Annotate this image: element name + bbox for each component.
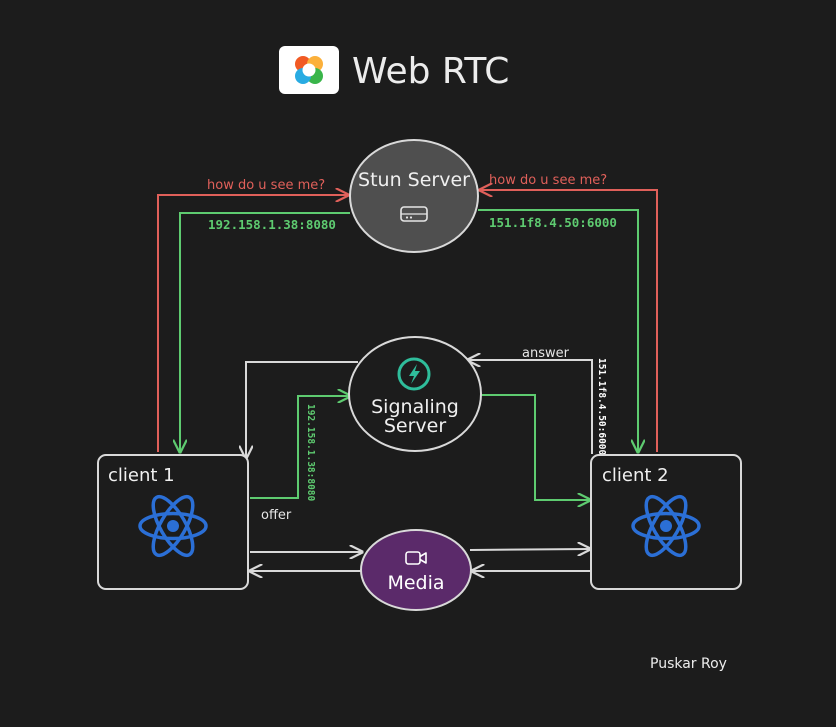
stun-server-label: Stun Server — [358, 169, 470, 191]
answer-label: answer — [522, 346, 570, 361]
media-to-client2-arrow — [469, 549, 590, 550]
author-signature: Puskar Roy — [650, 656, 727, 672]
client1-label: client 1 — [108, 465, 175, 486]
media-node: Media — [360, 529, 472, 611]
stun-client1-response-arrow — [180, 212, 350, 452]
signaling-answer-to-client1-arrow — [246, 361, 358, 458]
client1-public-address-label: 192.158.1.38:8080 — [208, 217, 336, 232]
react-atom-icon — [138, 494, 208, 558]
client2-stun-request-arrow — [480, 190, 658, 452]
stun-server-node: Stun Server — [349, 139, 479, 253]
client1-node: client 1 — [97, 454, 249, 590]
lightning-bolt-icon — [397, 357, 431, 391]
client1-stun-request-arrow — [157, 195, 348, 452]
client2-label: client 2 — [602, 465, 669, 486]
offer-label: offer — [261, 508, 292, 523]
client2-request-label: how do u see me? — [489, 173, 607, 188]
page-title: Web RTC — [352, 51, 509, 92]
server-drive-icon — [400, 206, 428, 222]
offer-address-label: 192.158.1.38:8080 — [305, 404, 316, 502]
react-atom-icon — [631, 494, 701, 558]
media-label: Media — [387, 572, 444, 594]
client1-request-label: how do u see me? — [207, 178, 325, 193]
header: Web RTC — [279, 46, 509, 94]
video-camera-icon — [405, 551, 427, 565]
signaling-server-label-line2: Server — [384, 415, 446, 437]
client1-offer-arrow — [250, 396, 350, 499]
client2-node: client 2 — [590, 454, 742, 590]
stun-client2-response-arrow — [478, 209, 638, 452]
signaling-offer-to-client2-arrow — [481, 394, 590, 500]
client2-answer-arrow — [468, 360, 593, 454]
signaling-server-label-line1: Signaling — [371, 396, 459, 418]
client2-public-address-label: 151.1f8.4.50:6000 — [489, 215, 617, 230]
webrtc-logo-icon — [295, 56, 323, 84]
answer-address-label: 151.1f8.4.50:6000 — [596, 358, 607, 456]
signaling-server-node: Signaling Server — [348, 336, 482, 452]
